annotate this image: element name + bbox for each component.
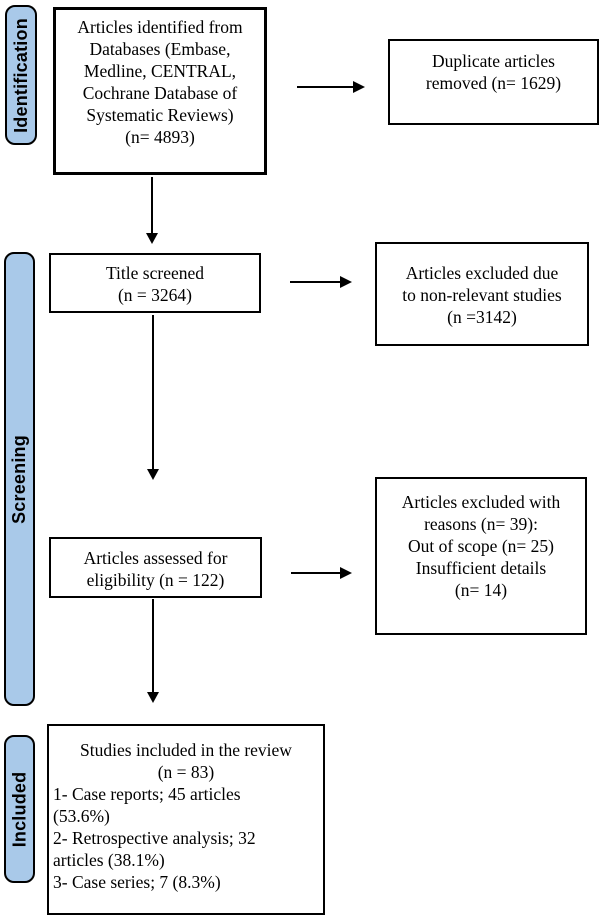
box-text-line: Duplicate articles xyxy=(432,51,555,71)
box-duplicate-articles-removed: Duplicate articles removed (n= 1629) xyxy=(388,39,599,125)
box-text-line: Articles excluded with xyxy=(401,492,561,512)
box-articles-assessed-eligibility: Articles assessed for eligibility (n = 1… xyxy=(49,537,262,598)
box-text-line: (n= 14) xyxy=(454,580,508,600)
box-text-line: Systematic Reviews) xyxy=(86,105,234,125)
box-text-line: articles (38.1%) xyxy=(53,850,165,870)
arrow-assessed-to-excluded-reasons xyxy=(291,567,352,579)
box-text-line: Studies included in the review xyxy=(80,740,292,760)
box-text-line: (n =3142) xyxy=(447,307,517,327)
box-text-line: 3- Case series; 7 (8.3%) xyxy=(53,872,221,892)
arrowhead-down-icon xyxy=(146,233,158,244)
box-text-line: (n= 4893) xyxy=(125,127,195,147)
stage-label-text: Identification xyxy=(10,17,31,133)
box-text-line: eligibility (n = 122) xyxy=(86,570,225,590)
arrowhead-right-icon xyxy=(340,276,352,288)
box-text-line: Insufficient details xyxy=(415,558,547,578)
arrowhead-right-icon xyxy=(353,81,365,93)
box-text-line: to non-relevant studies xyxy=(402,285,562,305)
box-text-line: 2- Retrospective analysis; 32 xyxy=(53,828,256,848)
stage-label-screening: Screening xyxy=(4,252,35,706)
arrowhead-right-icon xyxy=(340,567,352,579)
arrow-identified-to-title-screened xyxy=(146,177,158,244)
box-text-line: Articles identified from xyxy=(77,17,243,37)
box-text-line: reasons (n= 39): xyxy=(424,514,538,534)
box-text-line: (53.6%) xyxy=(53,806,110,826)
box-text-line: 1- Case reports; 45 articles xyxy=(53,784,241,804)
arrow-title-screened-to-assessed xyxy=(147,315,159,480)
stage-label-text: Included xyxy=(9,771,30,847)
box-articles-identified: Articles identified from Databases (Emba… xyxy=(53,7,267,175)
box-text-line: (n = 3264) xyxy=(117,285,193,305)
box-text-line: Databases (Embase, xyxy=(89,39,231,59)
arrow-assessed-to-included xyxy=(147,599,159,703)
box-studies-included: Studies included in the review (n = 83) … xyxy=(47,724,325,915)
box-text-line: Cochrane Database of xyxy=(82,83,238,103)
box-text-line: Out of scope (n= 25) xyxy=(408,536,554,556)
stage-label-included: Included xyxy=(4,735,35,883)
stage-label-text: Screening xyxy=(9,434,29,524)
arrow-title-screened-to-excluded xyxy=(290,276,352,288)
box-title-screened: Title screened (n = 3264) xyxy=(49,253,261,313)
box-text-line: (n = 83) xyxy=(157,762,215,782)
box-articles-excluded-with-reasons: Articles excluded with reasons (n= 39): … xyxy=(375,477,587,635)
arrowhead-down-icon xyxy=(147,469,159,480)
stage-label-identification: Identification xyxy=(5,5,37,145)
box-text-line: removed (n= 1629) xyxy=(425,73,562,93)
box-text-line: Title screened xyxy=(105,263,204,283)
box-text-line: Articles excluded due xyxy=(405,263,559,283)
arrow-identified-to-duplicates xyxy=(297,81,365,93)
box-articles-excluded-non-relevant: Articles excluded due to non-relevant st… xyxy=(375,242,589,346)
box-text-line: Medline, CENTRAL, xyxy=(83,61,237,81)
arrowhead-down-icon xyxy=(147,692,159,703)
box-text-line: Articles assessed for xyxy=(83,548,228,568)
